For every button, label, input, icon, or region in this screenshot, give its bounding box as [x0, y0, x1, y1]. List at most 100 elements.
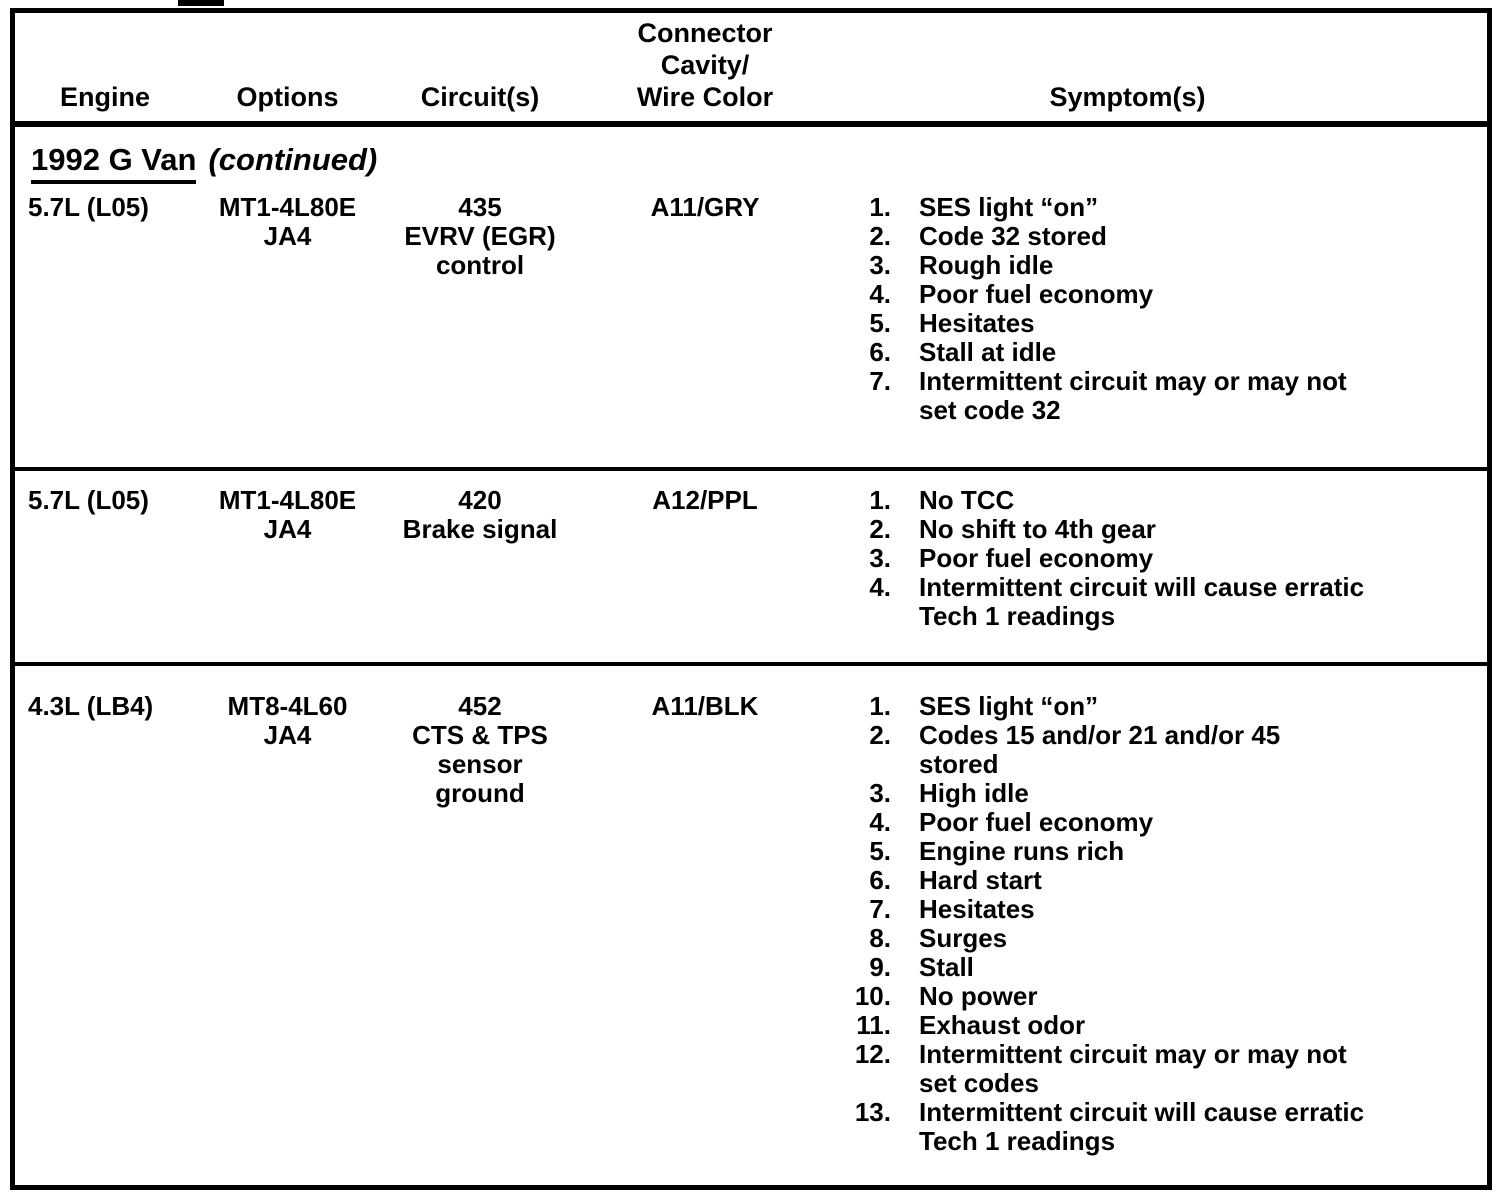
- cell-line: 452: [458, 691, 502, 721]
- symptom-text: Intermittent circuit will cause erratic …: [919, 572, 1365, 631]
- symptom-text: Hesitates: [919, 308, 1035, 338]
- symptom-item: 9.Stall: [830, 953, 1487, 982]
- symptoms-cell: 1. SES light “on” 2. Code 32 stored 3. Rough …: [830, 193, 1487, 467]
- symptom-number: 3.: [869, 543, 891, 573]
- symptom-text: Stall at idle: [919, 337, 1057, 367]
- symptom-number: 7.: [869, 894, 891, 924]
- cell-line: MT1-4L80E: [218, 485, 357, 515]
- symptom-item: 2.No shift to 4th gear: [830, 515, 1487, 544]
- symptom-number: 10.: [854, 981, 891, 1011]
- cell-line: Connector: [637, 18, 773, 48]
- symptom-text: Intermittent circuit will cause erratic …: [919, 1097, 1365, 1156]
- symptom-number: 5.: [869, 308, 891, 338]
- engine-cell: 4.3L (LB4): [28, 691, 154, 721]
- symptom-number: 4.: [869, 807, 891, 837]
- symptom-item: 13.Intermittent circuit will cause errat…: [830, 1098, 1487, 1156]
- engine-cell: 5.7L (L05): [28, 485, 149, 515]
- symptom-number: 2.: [869, 720, 891, 750]
- symptom-item: 1. SES light “on”: [830, 193, 1487, 222]
- symptom-text: Rough idle: [919, 250, 1054, 280]
- symptom-text: Hesitates: [919, 894, 1035, 924]
- connector-cell: A11/GRY: [650, 192, 760, 222]
- symptom-number: 1.: [869, 691, 891, 721]
- symptom-item: 4. Intermittent circuit will cause errati…: [830, 573, 1487, 631]
- symptom-item: 7.Intermittent circuit may or may not se…: [830, 367, 1487, 425]
- symptom-text: Engine runs rich: [919, 836, 1125, 866]
- connector-cell: A12/PPL: [652, 485, 758, 515]
- symptom-item: 1. SES light “on”: [830, 692, 1487, 721]
- symptom-number: 1.: [869, 192, 891, 222]
- symptom-number: 4.: [869, 279, 891, 309]
- column-header-symptoms: Symptom(s): [1049, 82, 1206, 112]
- symptom-text: SES light “on”: [919, 691, 1099, 721]
- symptom-item: 5. Engine runs rich: [830, 837, 1487, 866]
- symptom-number: 8.: [869, 923, 891, 953]
- section-title: 1992 G Van: [31, 141, 197, 184]
- symptom-text: Poor fuel economy: [919, 543, 1154, 573]
- symptom-text: Exhaust odor: [919, 1010, 1086, 1040]
- symptom-item: 3. Poor fuel economy: [830, 544, 1487, 573]
- cell-line: EVRV (EGR): [404, 221, 556, 251]
- symptoms-cell: 1. SES light “on” 2. Codes 15 and/or 21 and…: [830, 692, 1487, 1185]
- cell-line: JA4: [263, 720, 312, 750]
- cell-line: Cavity/: [660, 50, 750, 80]
- column-header-engine: Engine: [59, 82, 150, 112]
- symptom-text: Intermittent circuit may or may not set …: [919, 1039, 1347, 1098]
- symptom-number: 5.: [869, 836, 891, 866]
- symptom-text: Poor fuel economy: [919, 807, 1154, 837]
- symptom-item: 2. Code 32 stored: [830, 222, 1487, 251]
- cell-line: 420: [458, 485, 502, 515]
- symptom-text: Poor fuel economy: [919, 279, 1154, 309]
- symptom-number: 3.: [869, 250, 891, 280]
- symptom-item: 3. High idle: [830, 779, 1487, 808]
- cell-line: ground: [435, 778, 525, 808]
- symptom-text: No power: [919, 981, 1038, 1011]
- symptom-text: Code 32 stored: [919, 221, 1107, 251]
- cell-line: Wire Color: [636, 82, 774, 112]
- engine-cell: 5.7L (L05): [28, 192, 149, 222]
- symptom-item: 12. Intermittent circuit may or may not s…: [830, 1040, 1487, 1098]
- symptom-number: 6.: [869, 337, 891, 367]
- column-header-circuits: Circuit(s): [420, 82, 540, 112]
- cell-line: CTS & TPS: [412, 720, 548, 750]
- row-divider: [15, 662, 1487, 666]
- symptom-number: 12.: [854, 1039, 891, 1069]
- column-header-options: Options: [236, 82, 339, 112]
- cell-line: JA4: [263, 221, 312, 251]
- symptom-number: 2.: [869, 514, 891, 544]
- symptom-item: 10. No power: [830, 982, 1487, 1011]
- symptom-text: Intermittent circuit may or may not set …: [919, 366, 1347, 425]
- symptom-number: 2.: [869, 221, 891, 251]
- symptom-item: 7. Hesitates: [830, 895, 1487, 924]
- symptom-item: 4. Poor fuel economy: [830, 808, 1487, 837]
- symptom-text: Codes 15 and/or 21 and/or 45 stored: [919, 720, 1281, 779]
- symptom-item: 2. Codes 15 and/or 21 and/or 45 stored: [830, 721, 1487, 779]
- symptom-number: 4.: [869, 572, 891, 602]
- symptom-text: No TCC: [919, 485, 1015, 515]
- cell-line: MT1-4L80E: [218, 192, 357, 222]
- symptom-item: 6. Stall at idle: [830, 338, 1487, 367]
- symptom-number: 3.: [869, 778, 891, 808]
- cell-line: MT8-4L60: [227, 691, 348, 721]
- symptom-text: High idle: [919, 778, 1029, 808]
- section-heading: 1992 G Van (continued): [31, 141, 1487, 184]
- symptom-item: 5. Hesitates: [830, 309, 1487, 338]
- section-continued-label: (continued): [208, 142, 378, 177]
- symptom-number: 11.: [856, 1010, 891, 1040]
- cell-line: control: [435, 250, 525, 280]
- symptom-item: 1.No TCC: [830, 486, 1487, 515]
- symptom-item: 4. Poor fuel economy: [830, 280, 1487, 309]
- symptom-text: SES light “on”: [919, 192, 1099, 222]
